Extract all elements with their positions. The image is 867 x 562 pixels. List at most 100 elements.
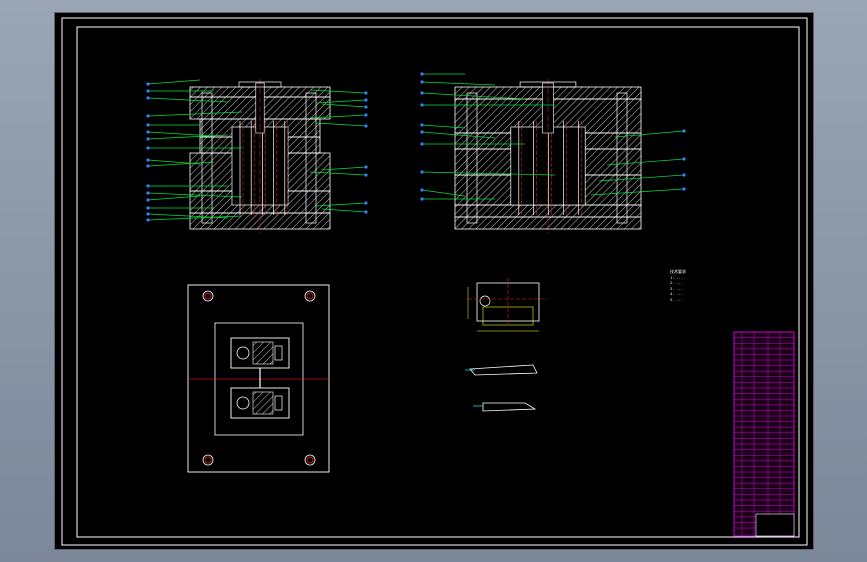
part-hole [479,295,491,307]
title-block-cell [755,513,795,537]
part-balloon [146,218,150,222]
part-balloon [420,130,424,134]
bolt-hole-center [306,292,314,300]
part-side-view [469,364,538,376]
leader-line [147,161,215,167]
locating-ring [238,81,282,88]
guide-pillar [201,92,213,224]
leader-line [614,130,685,138]
leader-line [147,195,201,201]
leader-line [598,174,685,182]
cad-viewport[interactable]: 技术要求 1. ... 2. ... 3. ... 4. ... 5. ... [55,13,813,549]
part-balloon [146,158,150,162]
part-flange [482,306,534,326]
leader-line [421,189,466,197]
part-balloon [420,170,424,174]
part-balloon [146,164,150,168]
part-balloon [420,142,424,146]
leader-line [321,103,367,108]
part-balloon [364,201,368,205]
part-balloon [682,157,686,161]
section-view-left [146,79,368,233]
part-balloon [364,124,368,128]
leader-line [147,215,243,221]
part-balloon [364,91,368,95]
outer-border [61,17,808,546]
leader-line [315,99,367,104]
leader-line [309,171,367,176]
requirement-line: 5. ... [670,297,683,302]
cavity-slot [274,395,283,411]
bolt-hole [202,290,214,302]
leader-line [590,188,685,196]
cavity-rib [252,391,274,415]
requirement-line: 4. ... [670,292,683,297]
part-balloon [146,191,150,195]
part-balloon [364,113,368,117]
part-balloon [420,72,424,76]
guide-pillar [305,92,317,224]
leader-line [321,166,367,171]
part-balloon [146,137,150,141]
part-balloon [420,103,424,107]
part-balloon [146,212,150,216]
leader-line [147,192,243,198]
part-balloon [146,123,150,127]
leader-line [421,131,496,139]
guide-pillar [616,92,628,224]
part-balloon [146,184,150,188]
part-balloon [146,114,150,118]
part-balloon [364,98,368,102]
leader-line [147,97,229,103]
part-front-view [482,402,537,412]
part-views [465,278,547,412]
bolt-hole [304,454,316,466]
technical-requirements-title: 技术要求 [670,269,686,274]
leader-line [309,89,367,94]
requirement-line: 3. ... [670,286,683,291]
part-balloon [364,210,368,214]
part-balloon [420,91,424,95]
section-view-right [420,72,686,233]
plan-view [187,284,330,473]
leader-line [147,111,243,117]
part-balloon [364,173,368,177]
leader-line [421,92,526,100]
bill-of-materials [733,331,795,537]
locating-ring [519,81,577,88]
bom-frame [733,331,795,537]
part-balloon [364,165,368,169]
part-balloon [146,198,150,202]
leader-line [147,79,201,85]
part-balloon [146,206,150,210]
cavity-boss [236,396,250,410]
part-balloon [682,187,686,191]
mold-assembly-drawing [61,17,808,546]
technical-requirements: 技术要求 1. ... 2. ... 3. ... 4. ... 5. ... [670,269,780,304]
bolt-hole [304,290,316,302]
requirement-line: 1. ... [670,275,683,280]
part-balloon [682,129,686,133]
leader-line [321,208,367,213]
leader-line [315,122,367,127]
part-balloon [420,123,424,127]
cavity-rib [252,341,274,365]
part-balloon [420,80,424,84]
plan-outline [187,284,330,473]
part-balloon [420,197,424,201]
inner-border [76,26,800,538]
bolt-hole-center [306,456,314,464]
guide-pillar [466,92,478,224]
leader-line [147,134,229,140]
leader-line [315,202,367,207]
leader-line [309,114,367,119]
part-balloon [146,82,150,86]
bolt-hole-center [204,292,212,300]
leader-line [606,158,685,166]
leader-line [147,131,215,137]
requirement-line: 2. ... [670,281,683,286]
part-balloon [146,96,150,100]
part-balloon [146,130,150,134]
leader-line [421,81,496,86]
part-balloon [146,89,150,93]
